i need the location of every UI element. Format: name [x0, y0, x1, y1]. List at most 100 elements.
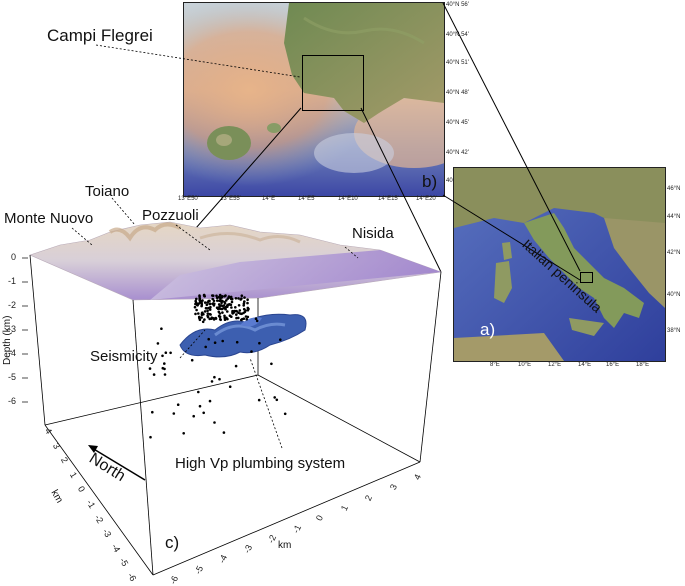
earthquake-point — [216, 299, 219, 302]
earthquake-point — [228, 385, 232, 389]
earthquake-point — [221, 304, 224, 308]
earthquake-point — [212, 304, 216, 307]
earthquake-point — [219, 318, 222, 322]
earthquake-point — [201, 320, 205, 324]
earthquake-point — [203, 310, 207, 313]
earthquake-point — [223, 300, 226, 304]
earthquake-point — [197, 390, 200, 394]
earthquake-point — [190, 358, 194, 362]
earthquake-point — [213, 421, 216, 424]
earthquake-point — [203, 301, 207, 304]
earthquake-point — [163, 373, 167, 376]
tick-label: 14°E — [262, 196, 276, 202]
earthquake-point — [235, 313, 238, 316]
earthquake-point — [258, 341, 261, 345]
earthquake-point — [244, 309, 247, 312]
earthquake-point — [273, 396, 277, 399]
earthquake-point — [206, 314, 209, 318]
earthquake-point — [235, 340, 239, 344]
earthquake-point — [234, 364, 238, 368]
tick-label: 40°N 56' — [446, 2, 469, 8]
earthquake-point — [237, 297, 240, 300]
earthquake-point — [207, 299, 210, 303]
tick-label: 38°N — [667, 328, 681, 334]
earthquake-point — [152, 373, 156, 376]
earthquake-point — [246, 315, 250, 319]
earthquake-point — [208, 399, 212, 403]
tick-label: 40°N 51' — [446, 60, 469, 66]
earthquake-point — [240, 294, 244, 298]
earthquake-point — [231, 311, 234, 315]
earthquake-point — [198, 318, 202, 322]
earthquake-point — [223, 295, 226, 298]
earthquake-point — [195, 308, 198, 312]
tick-label: 12°E — [548, 362, 562, 368]
monte-nuovo-label: Monte Nuovo — [4, 210, 94, 227]
panel-b-relief — [184, 3, 444, 196]
earthquake-point — [169, 351, 172, 355]
tick-label: 10°E — [518, 362, 532, 368]
earthquake-point — [201, 299, 204, 302]
tick-label: 46°N — [667, 186, 681, 192]
tick-label: 0 — [11, 252, 17, 262]
earthquake-point — [257, 398, 261, 402]
earthquake-point — [223, 318, 227, 322]
tick-label: -5 — [8, 372, 17, 382]
earthquake-point — [209, 305, 212, 309]
earthquake-point — [218, 315, 221, 318]
earthquake-point — [176, 403, 180, 407]
earthquake-point — [237, 304, 241, 307]
earthquake-point — [148, 367, 152, 370]
earthquake-point — [200, 301, 203, 305]
earthquake-point — [207, 337, 210, 341]
earthquake-point — [242, 302, 246, 305]
earthquake-point — [215, 306, 219, 310]
earthquake-point — [220, 307, 224, 311]
earthquake-point — [240, 312, 243, 316]
earthquake-point — [221, 339, 224, 343]
earthquake-point — [160, 327, 163, 331]
earthquake-point — [222, 431, 226, 434]
tick-label: 13°E55' — [220, 196, 241, 202]
earthquake-point — [161, 366, 165, 370]
earthquake-point — [215, 294, 218, 298]
earthquake-point — [220, 296, 224, 299]
earthquake-point — [206, 312, 210, 315]
earthquake-point — [192, 414, 195, 418]
study-area-box — [580, 272, 593, 283]
earthquake-point — [218, 293, 222, 297]
pozzuoli-label: Pozzuoli — [142, 207, 199, 224]
panel-b-map — [183, 2, 445, 197]
high-vp-body — [179, 313, 307, 358]
tick-label: 14°E10' — [338, 196, 359, 202]
earthquake-point — [205, 303, 209, 307]
earthquake-point — [211, 297, 214, 301]
tick-label: -4 — [8, 348, 17, 358]
earthquake-point — [210, 317, 213, 321]
earthquake-point — [198, 404, 202, 408]
earthquake-point — [203, 318, 206, 321]
connector-line — [442, 194, 581, 281]
earthquake-point — [207, 306, 210, 310]
panel-b-label: b) — [422, 172, 438, 191]
tick-label: 14°E5' — [298, 196, 316, 202]
tick-label: 14°E20' — [416, 196, 437, 202]
earthquake-point — [283, 412, 287, 416]
earthquake-point — [164, 351, 168, 355]
earthquake-point — [230, 306, 233, 309]
italian-peninsula-shape — [524, 213, 644, 328]
earthquake-point — [246, 306, 250, 310]
earthquake-point — [208, 302, 212, 306]
earthquake-point — [213, 375, 216, 379]
tick-label: -1 — [8, 276, 17, 286]
panel-c-label: c) — [165, 533, 180, 552]
earthquake-point — [243, 296, 246, 299]
tick-label: 42°N — [667, 250, 681, 256]
earthquake-point — [228, 314, 232, 318]
earthquake-point — [243, 300, 246, 303]
earthquake-point — [279, 338, 282, 342]
earthquake-point — [226, 310, 229, 313]
tick-label: 40°N — [667, 292, 681, 298]
volume-box — [29, 254, 442, 576]
